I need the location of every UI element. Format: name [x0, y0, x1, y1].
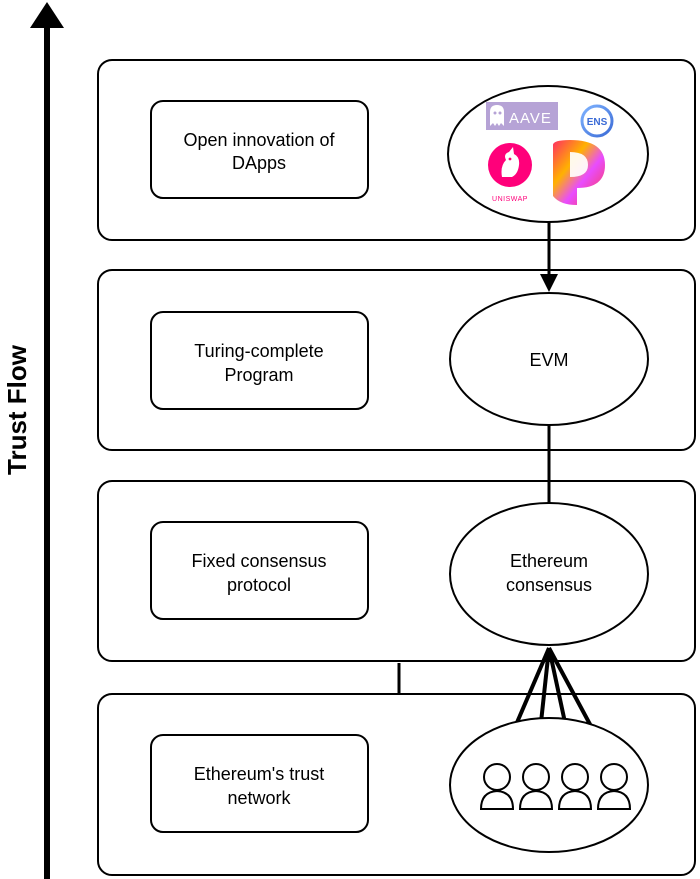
person-icon [479, 763, 515, 810]
layer-dapps: Open innovation of DApps AAVE ENS U [97, 59, 696, 241]
up-arrow-icon [30, 2, 64, 28]
unicorn-icon [501, 147, 520, 177]
evm-label-line1: Turing-complete [194, 341, 323, 361]
trust-flow-axis: Trust Flow [2, 2, 64, 879]
person-icon [557, 763, 593, 810]
evm-node-label: EVM [529, 350, 568, 370]
consensus-label-line1: Fixed consensus [191, 551, 326, 571]
gradient-p-logo [553, 140, 605, 205]
layer-trust-network: Ethereum's trust network [97, 693, 696, 876]
dapps-label-line1: Open innovation of [183, 130, 335, 150]
aave-logo: AAVE [486, 102, 558, 130]
evm-node [449, 292, 649, 426]
evm-label-box [150, 311, 369, 410]
trust-network-label-line1: Ethereum's trust [194, 764, 324, 784]
dapps-label-box [150, 100, 369, 199]
person-icon [596, 763, 632, 810]
consensus-label-box [150, 521, 369, 620]
down-arrow-icon [540, 274, 558, 292]
trust-network-label-box [150, 734, 369, 833]
layer-consensus: Fixed consensus protocol Ethereum consen… [97, 480, 696, 662]
layer-evm: Turing-complete Program EVM [97, 269, 696, 451]
evm-label-line2: Program [224, 365, 293, 385]
aave-text: AAVE [509, 110, 552, 127]
ens-logo: ENS [580, 104, 614, 138]
consensus-node-line2: consensus [506, 575, 592, 595]
person-icon [518, 763, 554, 810]
ghost-icon [490, 105, 504, 126]
trust-network-ellipse [449, 717, 649, 853]
uniswap-text: UNISWAP [492, 196, 528, 203]
trust-flow-label: Trust Flow [2, 344, 32, 475]
ens-text: ENS [587, 117, 608, 128]
trust-network-label-line2: network [227, 788, 291, 808]
uniswap-logo: UNISWAP [488, 143, 532, 203]
consensus-node-line1: Ethereum [510, 551, 588, 571]
consensus-node [449, 502, 649, 646]
dapps-label-line2: DApps [232, 153, 286, 173]
consensus-label-line2: protocol [227, 575, 291, 595]
